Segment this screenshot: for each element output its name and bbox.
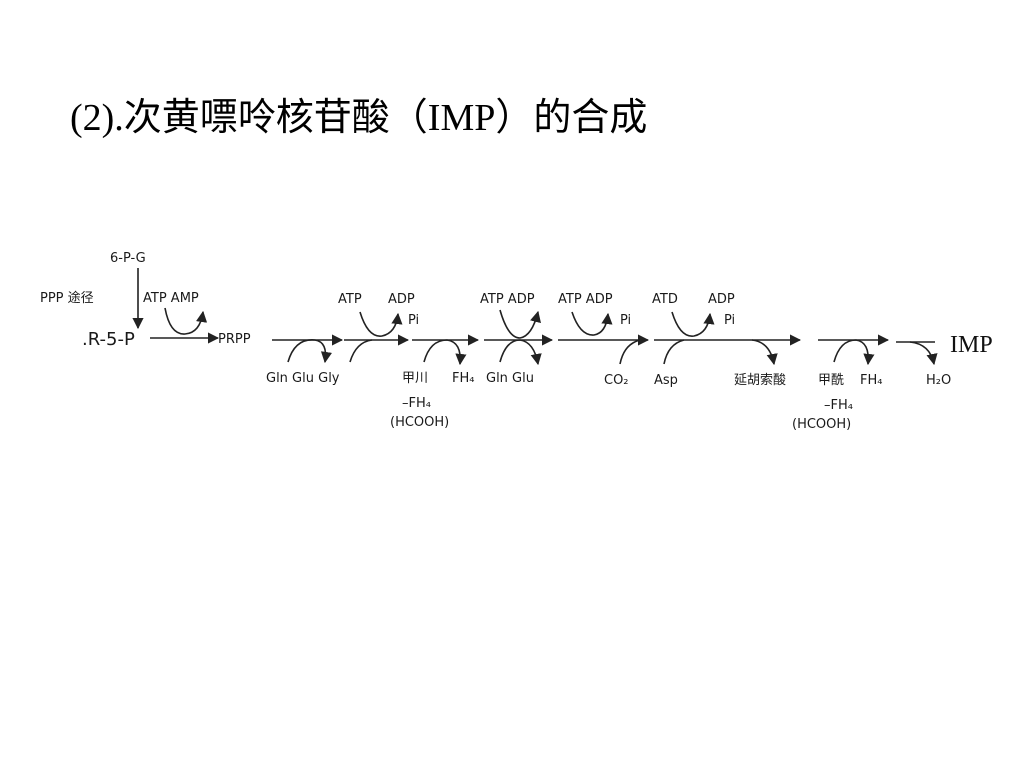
label-fh4-1: FH₄ xyxy=(452,371,474,386)
curve-atp-amp xyxy=(164,307,208,335)
curve-fumarate-out xyxy=(751,339,778,366)
curve-atd-adp-4 xyxy=(671,311,715,337)
curve-asp-in xyxy=(663,339,685,365)
label-fh4-sub-1: –FH₄ xyxy=(402,396,431,411)
curve-atp-adp-2 xyxy=(499,309,541,339)
label-adp-1: ADP xyxy=(388,292,415,307)
label-asp: Asp xyxy=(654,373,678,388)
label-formyl: 甲酰 xyxy=(818,373,844,388)
label-fh4-2: FH₄ xyxy=(860,373,882,388)
curve-gly-in xyxy=(349,339,373,363)
label-pi-4: Pi xyxy=(724,313,735,328)
curve-co2-in xyxy=(619,339,641,365)
label-ppp-pathway: PPP 途径 xyxy=(40,290,94,306)
label-pi-1: Pi xyxy=(408,313,419,328)
label-h2o: H₂O xyxy=(926,373,951,388)
label-fumarate: 延胡索酸 xyxy=(734,373,786,388)
label-fh4-sub-2: –FH₄ xyxy=(824,398,853,413)
label-pi-3: Pi xyxy=(620,313,631,328)
label-hcooh-2: (HCOOH) xyxy=(792,417,851,432)
label-atd: ATD xyxy=(652,292,678,307)
curve-atp-adp-1 xyxy=(359,311,403,337)
label-6-p-g: 6-P-G xyxy=(110,251,146,266)
label-gln-glu-2: Gln Glu xyxy=(486,371,534,386)
label-gln-glu-gly: Gln Glu Gly xyxy=(266,371,340,386)
label-atp-1: ATP xyxy=(338,292,362,307)
label-co2: CO₂ xyxy=(604,373,629,388)
label-atp-amp: ATP AMP xyxy=(143,291,199,306)
curve-formyl-fh4 xyxy=(833,339,875,366)
curve-atp-adp-3 xyxy=(571,311,613,336)
label-adp-4: ADP xyxy=(708,292,735,307)
label-atp-adp-2: ATP ADP xyxy=(480,292,535,307)
curve-gln-glu-2 xyxy=(499,339,542,366)
curve-h2o-out xyxy=(909,341,938,366)
slide-title: (2).次黄嘌呤核苷酸（IMP）的合成 xyxy=(70,97,648,139)
curve-methenyl-fh4 xyxy=(423,339,467,366)
label-prpp: PRPP xyxy=(218,332,251,347)
label-atp-adp-3: ATP ADP xyxy=(558,292,613,307)
curve-gln-glu xyxy=(287,339,333,364)
label-hcooh-1: (HCOOH) xyxy=(390,415,449,430)
label-r-5-p: .R-5-P xyxy=(82,329,135,350)
label-imp: IMP xyxy=(950,332,993,358)
label-methenyl: 甲川 xyxy=(402,371,428,386)
